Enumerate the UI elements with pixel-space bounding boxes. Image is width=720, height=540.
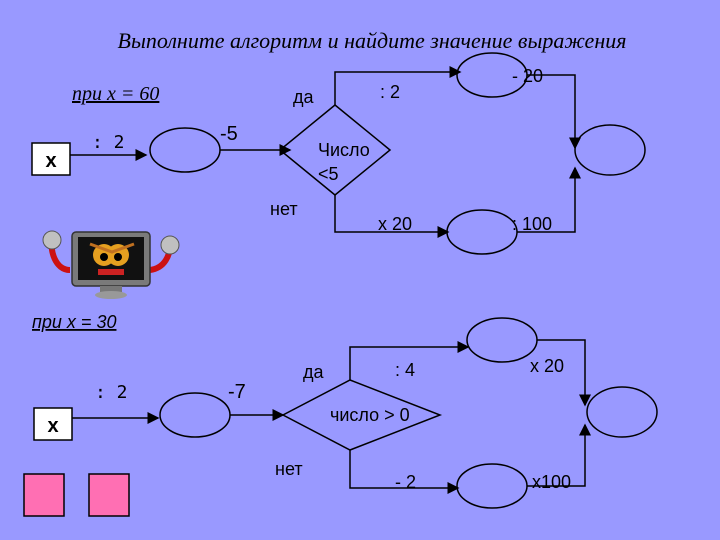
arrow-yes-1: [334, 66, 462, 105]
blank-ellipse-2b[interactable]: [466, 317, 538, 363]
blank-ellipse-2c[interactable]: [456, 463, 528, 509]
input-label-1: х: [45, 150, 56, 172]
angry-computer-monitor-icon: [42, 230, 180, 299]
arrow-yes-to-result-2: [537, 339, 591, 407]
step-minus7-label: -7: [228, 381, 246, 403]
result-ellipse-1[interactable]: [574, 124, 646, 176]
input-box-2: [33, 407, 73, 441]
no-label-2: нет: [275, 459, 303, 479]
step-div2-label-2: : 2: [95, 382, 128, 403]
blank-ellipse-1c[interactable]: [446, 209, 518, 255]
condition-label-2: при х = 30: [32, 312, 116, 332]
yes-op2-label-2: х 20: [530, 356, 564, 376]
yes-label-2: да: [303, 362, 325, 382]
arrow-yes-2: [349, 341, 470, 380]
result-ellipse-2[interactable]: [586, 386, 658, 438]
yes-op-label-2: : 4: [395, 360, 415, 380]
condition-label-1: при х = 60: [72, 83, 159, 105]
arrow-no-1: [334, 195, 450, 238]
input-label-2: х: [47, 415, 58, 437]
arrow-no-to-result-1: [517, 166, 581, 233]
yes-op-label-1: : 2: [380, 82, 400, 102]
step-minus5-label: -5: [220, 123, 238, 145]
arrow-no-2: [349, 450, 460, 494]
decision-text-2: число > 0: [330, 405, 410, 425]
no-op2-label-2: х100: [532, 472, 571, 492]
input-box-1: [31, 142, 71, 176]
pink-square-1[interactable]: [23, 473, 65, 517]
arrow-yes-to-result-1: [527, 74, 581, 150]
pink-square-2[interactable]: [88, 473, 130, 517]
decision-text-1a: Число: [318, 140, 370, 160]
step-div2-label-1: : 2: [92, 132, 125, 153]
no-op-label-1: х 20: [378, 214, 412, 234]
blank-ellipse-1a[interactable]: [149, 127, 221, 173]
blank-ellipse-2a[interactable]: [159, 392, 231, 438]
arrow-no-to-result-2: [527, 423, 591, 487]
yes-label-1: да: [293, 87, 315, 107]
yes-op2-label-1: - 20: [512, 66, 543, 86]
no-op2-label-1: : 100: [512, 214, 552, 234]
slide-title: Выполните алгоритм и найдите значение вы…: [118, 28, 627, 53]
no-op-label-2: - 2: [395, 472, 416, 492]
decision-text-1b: <5: [318, 164, 339, 184]
no-label-1: нет: [270, 199, 298, 219]
